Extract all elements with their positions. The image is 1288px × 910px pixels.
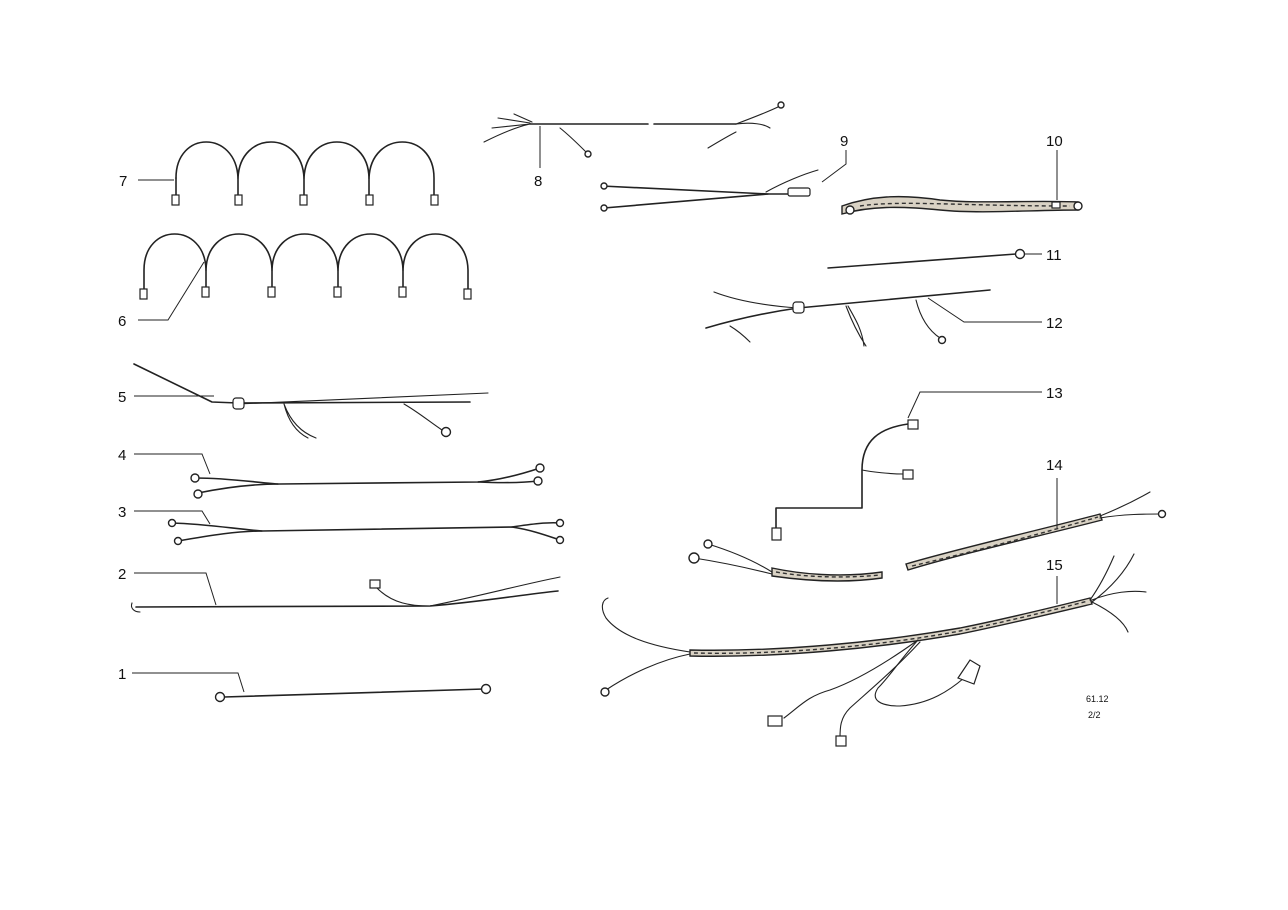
part-1-harness[interactable] [214, 683, 492, 703]
callout-1: 1 [118, 666, 126, 683]
callout-2: 2 [118, 566, 126, 583]
part-12-harness[interactable] [705, 289, 991, 347]
part-10-ground-strap[interactable] [841, 195, 1083, 215]
callout-4: 4 [118, 447, 126, 464]
part-2-harness[interactable] [130, 576, 561, 613]
part-9-harness[interactable] [600, 169, 819, 212]
part-7-harness[interactable] [171, 141, 439, 206]
callout-3: 3 [118, 504, 126, 521]
callout-6: 6 [118, 313, 126, 330]
callout-9: 9 [840, 133, 848, 150]
reference-page: 2/2 [1088, 710, 1101, 720]
part-5-harness[interactable] [133, 363, 489, 439]
part-11-harness[interactable] [827, 248, 1026, 269]
callout-14: 14 [1046, 457, 1063, 474]
reference-code: 61.12 [1086, 694, 1109, 704]
part-15-harness[interactable] [600, 553, 1147, 747]
callout-8: 8 [534, 173, 542, 190]
callout-11: 11 [1046, 247, 1062, 264]
part-4-harness[interactable] [190, 463, 545, 499]
part-6-harness[interactable] [139, 233, 472, 300]
part-3-harness[interactable] [167, 518, 565, 546]
callout-7: 7 [119, 173, 127, 190]
callout-10: 10 [1046, 133, 1063, 150]
callout-13: 13 [1046, 385, 1063, 402]
callout-12: 12 [1046, 315, 1063, 332]
callout-5: 5 [118, 389, 126, 406]
part-13-harness[interactable] [771, 419, 919, 541]
callout-15: 15 [1046, 557, 1063, 574]
part-8-harness[interactable] [483, 101, 785, 158]
part-14-harness[interactable] [688, 491, 1167, 582]
